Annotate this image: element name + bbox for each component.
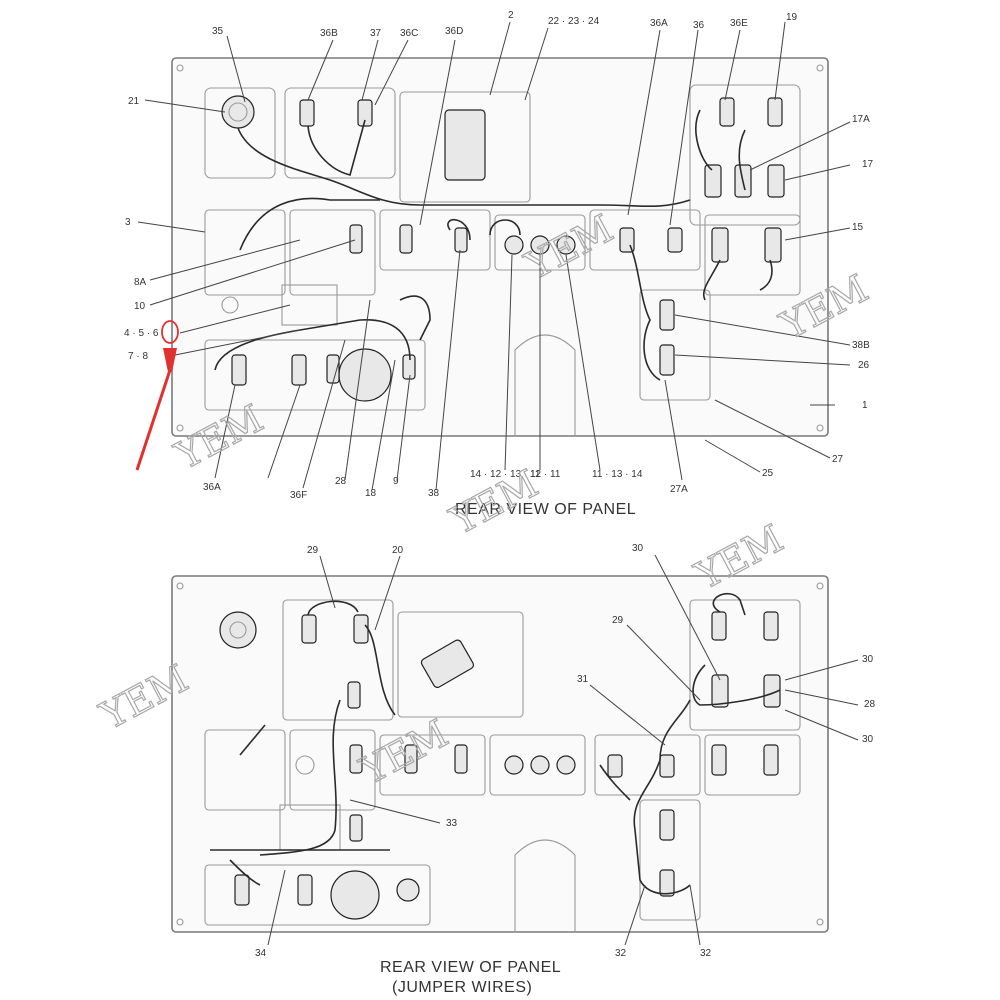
gauge-connector <box>221 95 255 129</box>
callout-2: 2 <box>508 10 514 21</box>
callout-22-23-24: 22 · 23 · 24 <box>548 16 600 27</box>
callout-30-mid: 30 <box>862 654 874 665</box>
connector-blocks <box>231 97 785 386</box>
callout-25: 25 <box>762 468 774 479</box>
top-panel: 35 36B 37 36C 36D 2 22 · 23 · 24 36A 36 … <box>124 10 874 518</box>
callout-36e: 36E <box>730 18 748 29</box>
callout-36f: 36F <box>290 490 307 501</box>
callout-36a-lower: 36A <box>203 482 221 493</box>
callout-33: 33 <box>446 818 458 829</box>
top-panel-caption: REAR VIEW OF PANEL <box>455 501 636 518</box>
callout-18: 18 <box>365 488 377 499</box>
callout-28: 28 <box>335 476 347 487</box>
callout-26: 26 <box>858 360 870 371</box>
red-arrow-icon <box>163 348 177 372</box>
callout-3: 3 <box>125 217 131 228</box>
bottom-callout-labels: 29 20 30 29 31 30 28 30 33 34 32 32 <box>255 543 876 959</box>
bottom-panel-caption: REAR VIEW OF PANEL <box>380 959 561 976</box>
relay-block <box>444 109 486 181</box>
callout-7-8: 7 · 8 <box>128 351 148 362</box>
callout-32-left: 32 <box>615 948 627 959</box>
callout-36a: 36A <box>650 18 668 29</box>
callout-29-right: 29 <box>612 615 624 626</box>
wire-harness <box>214 109 773 381</box>
callout-4-5-6: 4 · 5 · 6 <box>124 328 159 339</box>
callout-17: 17 <box>862 159 874 170</box>
red-arrow-shaft <box>135 369 172 471</box>
callout-27: 27 <box>832 454 844 465</box>
bottom-panel-outline <box>171 575 829 933</box>
callout-36: 36 <box>693 20 705 31</box>
callout-1: 1 <box>862 400 868 411</box>
rotary-switch <box>219 611 257 649</box>
bottom-connector-blocks <box>234 611 781 906</box>
callout-36b: 36B <box>320 28 338 39</box>
callout-14-12-13-11: 14 · 12 · 13 · 11 <box>470 469 541 480</box>
callout-27a: 27A <box>670 484 688 495</box>
callout-12-11: 12 · 11 <box>530 469 561 480</box>
callout-labels: 35 36B 37 36C 36D 2 22 · 23 · 24 36A 36 … <box>124 10 874 501</box>
callout-30-top: 30 <box>632 543 644 554</box>
callout-9: 9 <box>393 476 399 487</box>
bottom-leader-lines <box>267 554 859 946</box>
jumper-wires <box>210 592 781 895</box>
callout-36c: 36C <box>400 28 418 39</box>
callout-17a: 17A <box>852 114 870 125</box>
callout-10: 10 <box>134 301 146 312</box>
callout-34: 34 <box>255 948 267 959</box>
callout-21: 21 <box>128 96 140 107</box>
callout-19: 19 <box>786 12 798 23</box>
bottom-panel-subcaption: (JUMPER WIRES) <box>392 979 532 996</box>
callout-38: 38 <box>428 488 440 499</box>
callout-28-bottom: 28 <box>864 699 876 710</box>
callout-37: 37 <box>370 28 382 39</box>
callout-20: 20 <box>392 545 404 556</box>
callout-35: 35 <box>212 26 224 37</box>
callout-8a: 8A <box>134 277 147 288</box>
callout-30-low: 30 <box>862 734 874 745</box>
highlight-annotation <box>135 320 179 471</box>
leader-lines <box>137 21 851 491</box>
bottom-panel: 29 20 30 29 31 30 28 30 33 34 32 32 REAR… <box>171 543 876 996</box>
relay-module <box>420 639 475 688</box>
callout-15: 15 <box>852 222 864 233</box>
callout-11-13-14: 11 · 13 · 14 <box>592 469 643 480</box>
callout-31: 31 <box>577 674 589 685</box>
callout-29: 29 <box>307 545 319 556</box>
callout-36d: 36D <box>445 26 463 37</box>
callout-38b: 38B <box>852 340 870 351</box>
highlight-circle <box>161 320 179 344</box>
callout-32-right: 32 <box>700 948 712 959</box>
